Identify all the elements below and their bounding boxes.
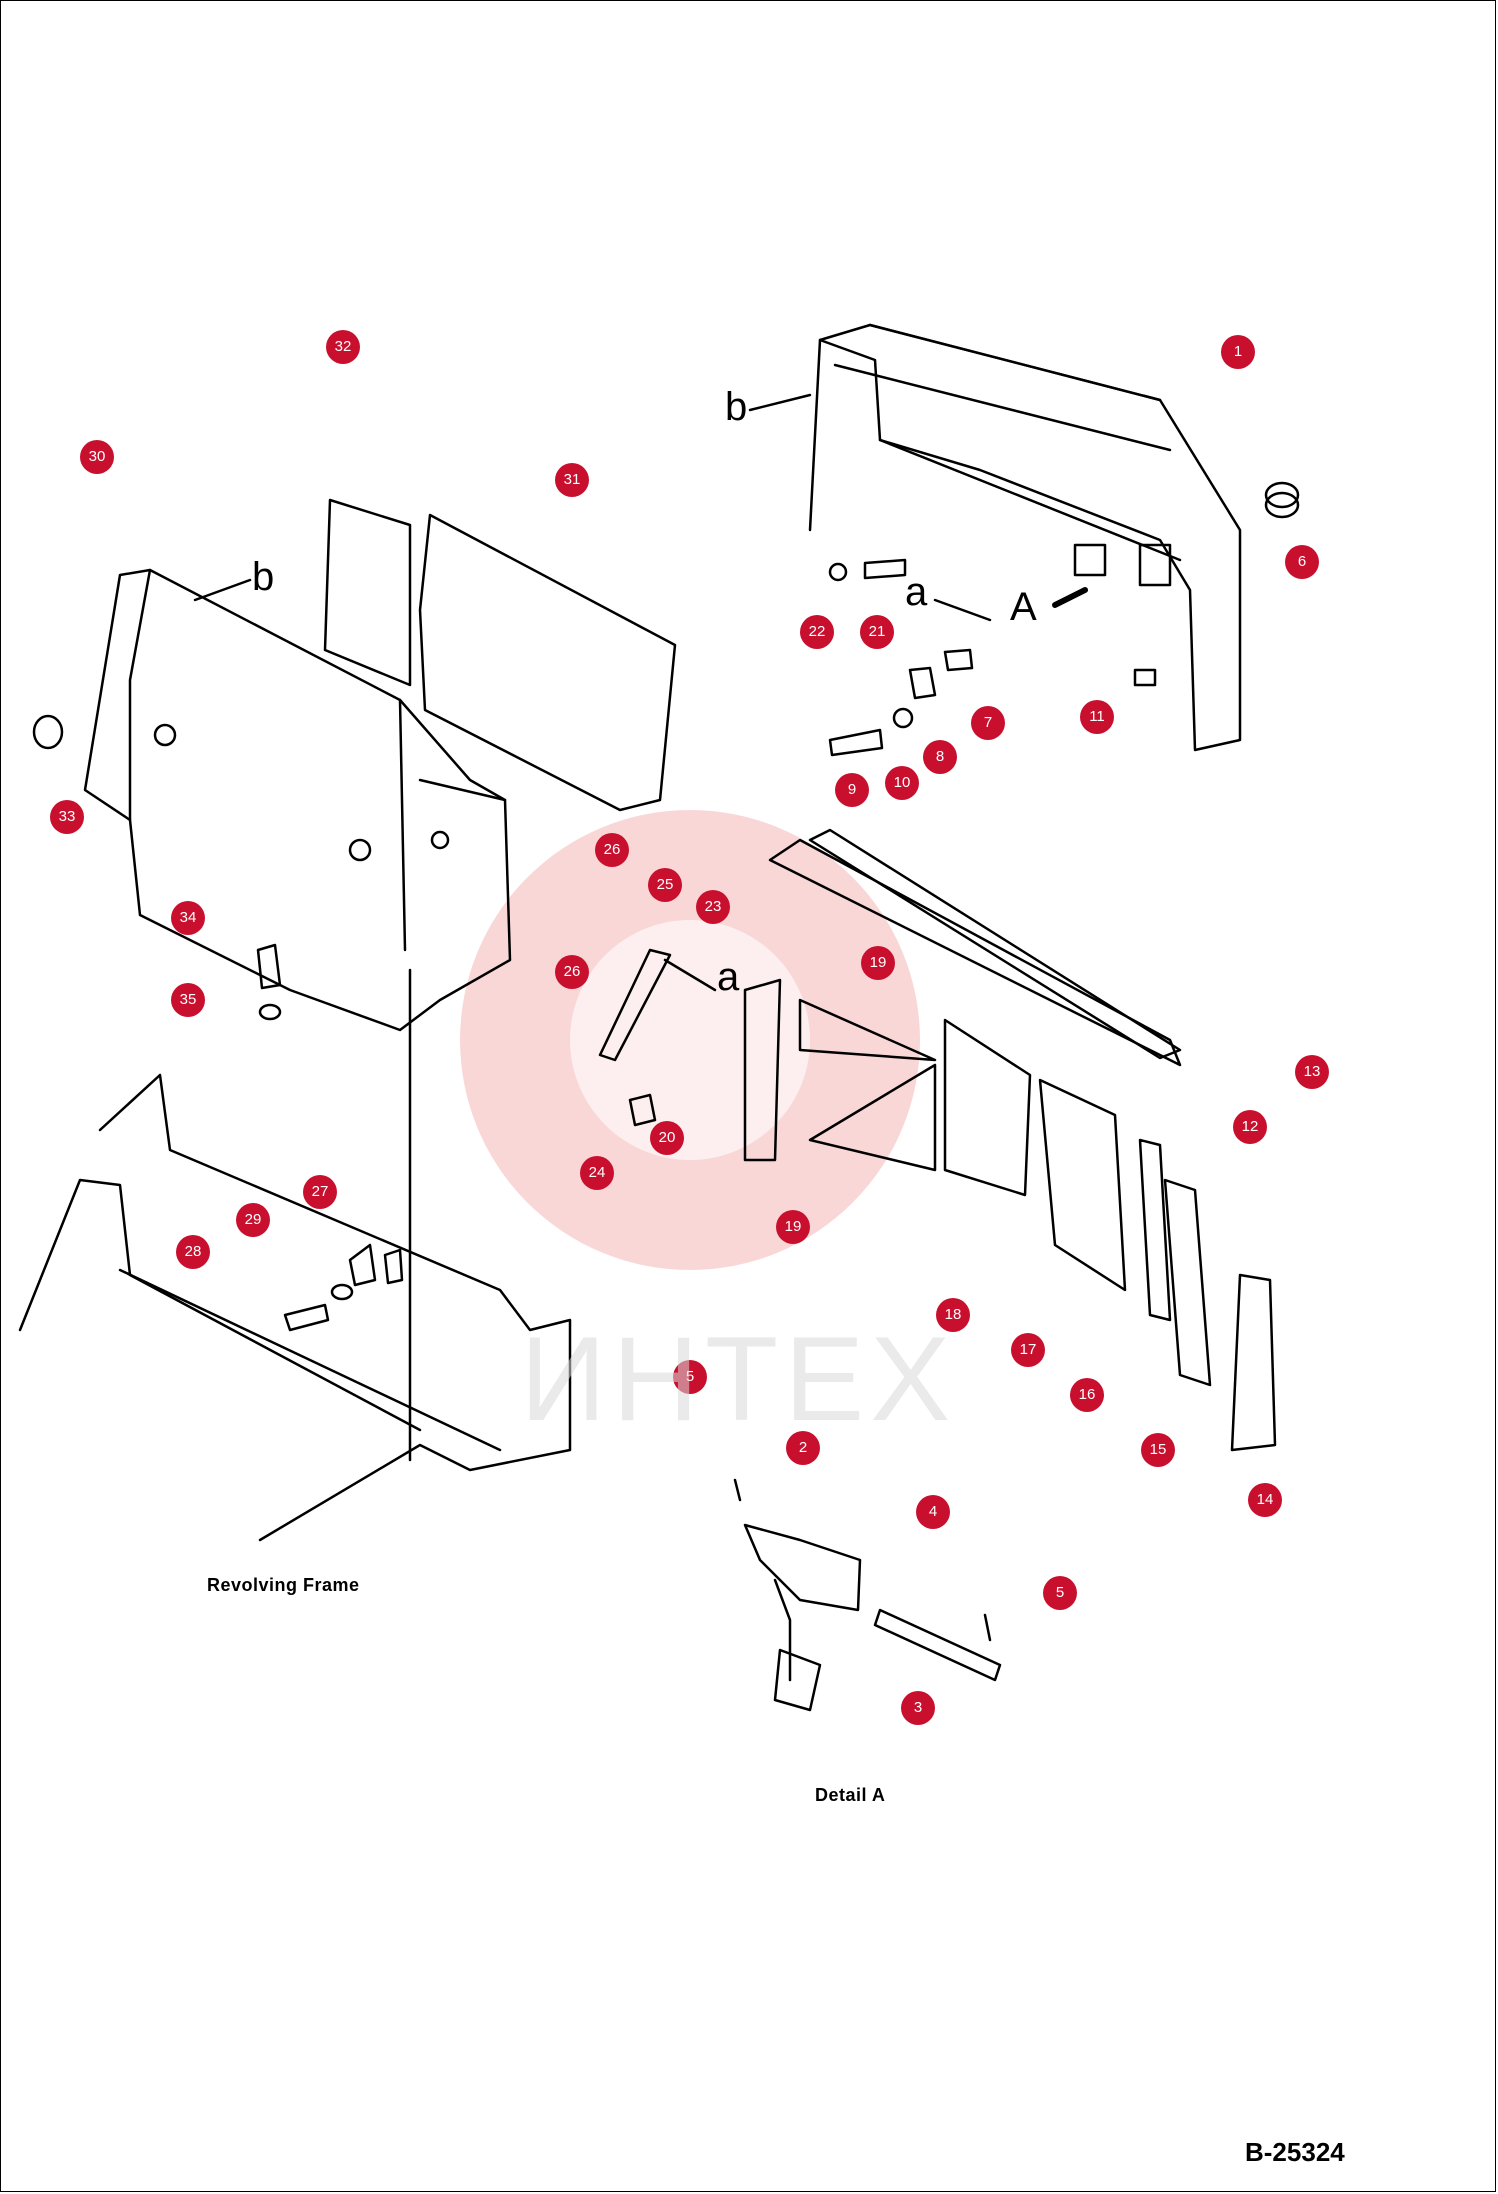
callout-3: 3 [901,1691,935,1725]
spring-part [1264,481,1300,519]
callout-16: 16 [1070,1378,1104,1412]
callout-19b: 19 [776,1210,810,1244]
pad-18 [943,1018,1032,1197]
callout-27: 27 [303,1175,337,1209]
callout-26b: 26 [555,955,589,989]
washer-part [828,562,848,582]
revolving-frame-caption: Revolving Frame [207,1575,360,1595]
letter-a-left: a [717,955,740,999]
revolving-frame [18,968,572,1542]
callout-26a: 26 [595,833,629,867]
callout-31: 31 [555,463,589,497]
callout-30: 30 [80,440,114,474]
callout-7: 7 [971,706,1005,740]
callout-19a: 19 [861,946,895,980]
washer-part-4 [330,1283,354,1301]
bolt-part-2 [828,728,884,757]
bolt-part [863,558,907,580]
grommet-part [32,714,64,750]
callout-9: 9 [835,773,869,807]
callout-34: 34 [171,901,205,935]
callout-23: 23 [696,890,730,924]
callout-15: 15 [1141,1433,1175,1467]
callout-25: 25 [648,868,682,902]
callout-13: 13 [1295,1055,1329,1089]
callout-12: 12 [1233,1110,1267,1144]
callout-1: 1 [1221,335,1255,369]
detail-caption: Detail A [815,1785,886,1805]
side-cover [83,568,512,1032]
callout-11: 11 [1080,700,1114,734]
knob-part [1133,668,1157,687]
letter-b-right: b [725,385,748,429]
letter-b-left: b [252,555,275,599]
callout-14: 14 [1248,1483,1282,1517]
callout-29: 29 [236,1203,270,1237]
clip-part [943,648,974,672]
bracket-part [908,666,937,700]
pad-20 [743,978,782,1162]
callout-6: 6 [1285,545,1319,579]
arrow-detail-a [1052,587,1088,608]
callout-21: 21 [860,615,894,649]
bolt-part-3 [256,943,282,990]
callout-22: 22 [800,615,834,649]
bolt-part-4 [283,1303,330,1332]
callout-35: 35 [171,983,205,1017]
pad-16 [1138,1138,1172,1322]
damper-part [598,948,672,1062]
letter-a-right: a [905,570,928,614]
letter-detail-a: A [1010,585,1037,629]
panel-part [418,513,677,812]
cover-part [808,323,1242,752]
drawing-code: B-25324 [1245,2137,1345,2167]
callout-32: 32 [326,330,360,364]
callout-8: 8 [923,740,957,774]
callout-28: 28 [176,1235,210,1269]
arrow-b-left [193,578,252,602]
detail-a-latch [733,1478,1002,1712]
callout-4: 4 [916,1495,950,1529]
callout-18: 18 [936,1298,970,1332]
pad-15 [1163,1178,1212,1387]
pad-19-lower [808,1063,937,1172]
callout-33: 33 [50,800,84,834]
pad-19-upper [798,998,937,1062]
pin-part [628,1093,657,1127]
callout-2: 2 [786,1431,820,1465]
pad-14 [1230,1273,1277,1452]
callout-5a: 5 [673,1360,707,1394]
arrow-a-right [933,598,992,622]
callout-5b: 5 [1043,1576,1077,1610]
pad-17 [1038,1078,1127,1292]
washer-part-2 [892,707,914,729]
arrow-a-left [663,958,717,992]
arrow-b-right [748,393,812,412]
callout-20: 20 [650,1121,684,1155]
watermark-text: ИНТЕХ [520,1312,957,1446]
callout-10: 10 [885,766,919,800]
seal-strips [768,828,1182,1067]
washer-part-3 [258,1003,282,1021]
callout-24: 24 [580,1156,614,1190]
callout-17: 17 [1011,1333,1045,1367]
small-panel-part [323,498,412,687]
